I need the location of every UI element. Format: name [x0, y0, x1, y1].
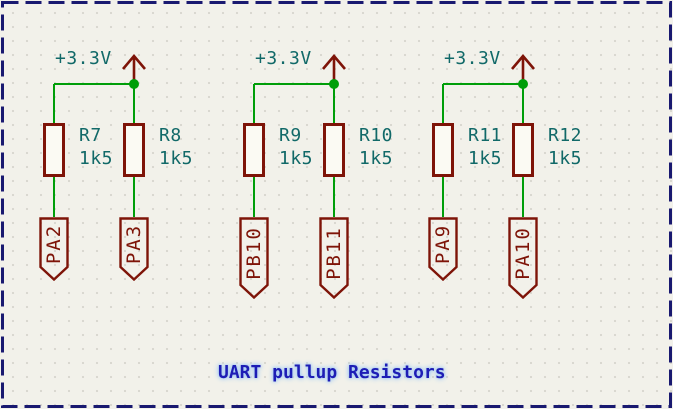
wire[interactable] [443, 83, 524, 85]
resistor-ref[interactable]: R12 [548, 125, 583, 146]
resistor-body[interactable] [323, 123, 345, 177]
wire[interactable] [333, 84, 335, 123]
resistor-body[interactable] [123, 123, 145, 177]
power-arrow-icon[interactable] [509, 52, 537, 84]
resistor-body[interactable] [43, 123, 65, 177]
wire[interactable] [133, 84, 135, 123]
wire[interactable] [253, 177, 255, 217]
power-net-label[interactable]: +3.3V [55, 48, 112, 69]
net-label-outline-icon [428, 217, 458, 281]
power-arrow-icon[interactable] [320, 52, 348, 84]
junction-dot [329, 79, 339, 89]
net-label-text: PA10 [512, 226, 535, 280]
resistor-group-1: +3.3V R7 1k5 R8 1k5 PA2 PA3 [39, 48, 218, 300]
wire[interactable] [522, 177, 524, 217]
resistor-body[interactable] [432, 123, 454, 177]
power-net-label[interactable]: +3.3V [444, 48, 501, 69]
net-label-text: PB11 [323, 226, 346, 280]
net-label-outline-icon [119, 217, 149, 281]
power-net-label[interactable]: +3.3V [255, 48, 312, 69]
resistor-group-2: +3.3V R9 1k5 R10 1k5 PB10 PB11 [239, 48, 418, 300]
wire[interactable] [253, 84, 255, 123]
wire[interactable] [333, 177, 335, 217]
resistor-value[interactable]: 1k5 [548, 148, 583, 169]
schematic-title-text[interactable]: UART pullup Resistors [218, 362, 446, 383]
net-label[interactable]: PB10 [239, 217, 269, 299]
net-label-text: PA2 [43, 223, 66, 265]
wire[interactable] [442, 84, 444, 123]
junction-dot [129, 79, 139, 89]
net-label-text: PA9 [432, 223, 455, 265]
resistor-ref[interactable]: R11 [468, 125, 503, 146]
net-label-text: PA3 [123, 223, 146, 265]
wire[interactable] [133, 177, 135, 217]
resistor-ref[interactable]: R8 [159, 125, 182, 146]
wire[interactable] [53, 177, 55, 217]
net-label[interactable]: PA9 [428, 217, 458, 281]
resistor-ref[interactable]: R9 [279, 125, 302, 146]
net-label[interactable]: PA2 [39, 217, 69, 281]
wire[interactable] [522, 84, 524, 123]
wire[interactable] [53, 84, 55, 123]
resistor-group-3: +3.3V R11 1k5 R12 1k5 PA9 PA10 [428, 48, 607, 300]
wire[interactable] [442, 177, 444, 217]
resistor-value[interactable]: 1k5 [279, 148, 314, 169]
net-label[interactable]: PB11 [319, 217, 349, 299]
net-label-outline-icon [319, 217, 349, 299]
net-label-text: PB10 [243, 226, 266, 280]
wire[interactable] [254, 83, 335, 85]
resistor-value[interactable]: 1k5 [159, 148, 194, 169]
resistor-body[interactable] [243, 123, 265, 177]
junction-dot [518, 79, 528, 89]
net-label[interactable]: PA3 [119, 217, 149, 281]
resistor-value[interactable]: 1k5 [468, 148, 503, 169]
net-label-outline-icon [508, 217, 538, 299]
resistor-value[interactable]: 1k5 [79, 148, 114, 169]
resistor-value[interactable]: 1k5 [359, 148, 394, 169]
net-label-outline-icon [239, 217, 269, 299]
wire[interactable] [54, 83, 135, 85]
net-label-outline-icon [39, 217, 69, 281]
resistor-ref[interactable]: R10 [359, 125, 394, 146]
power-arrow-icon[interactable] [120, 52, 148, 84]
resistor-body[interactable] [512, 123, 534, 177]
net-label[interactable]: PA10 [508, 217, 538, 299]
resistor-ref[interactable]: R7 [79, 125, 102, 146]
